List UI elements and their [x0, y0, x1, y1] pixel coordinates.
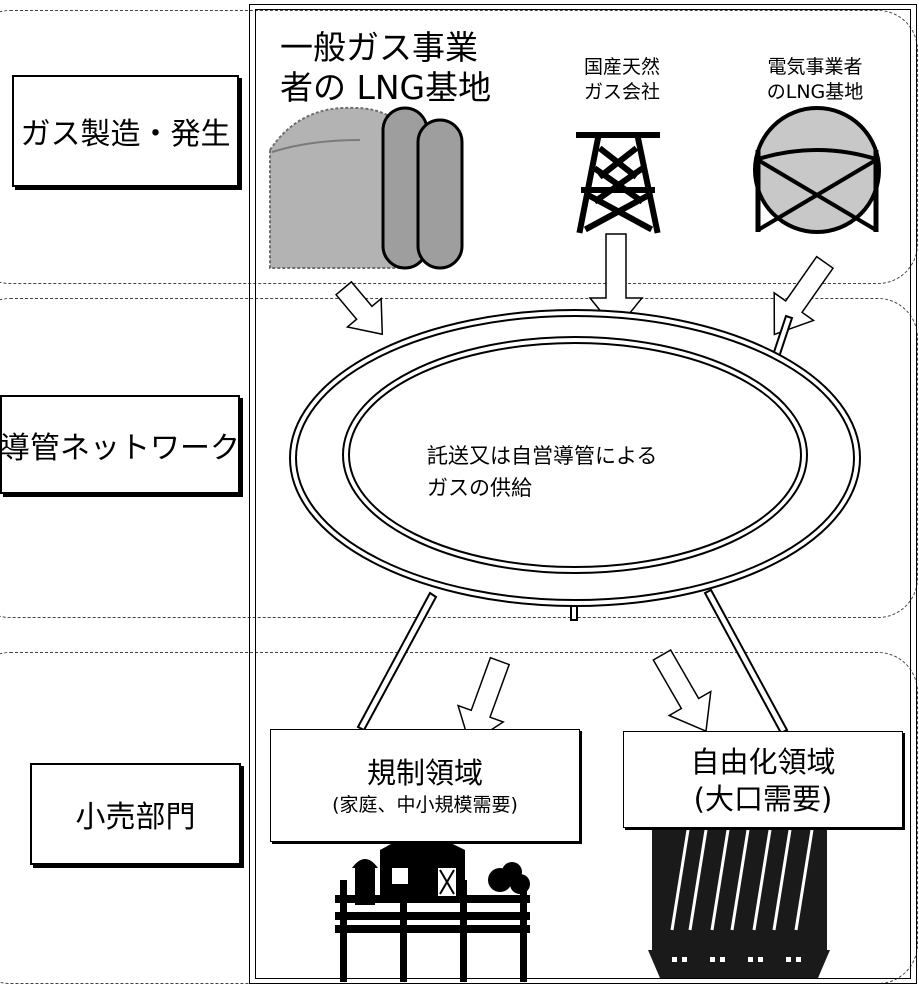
lng-tank-icon	[269, 106, 464, 270]
stage-label-retail: 小売部門	[30, 763, 241, 865]
arrow-utility-to-network	[335, 280, 384, 336]
arrow-network-to-liberalized	[652, 648, 712, 733]
inner-frame	[255, 9, 911, 979]
production-band	[0, 10, 918, 284]
stage-label-network: 導管ネットワーク	[0, 395, 240, 494]
network-description: 託送又は自営導管による ガスの供給	[427, 444, 658, 500]
stage-label-production: ガス製造・発生	[12, 75, 239, 187]
network-band	[0, 298, 918, 618]
segment-liberalized-sub: (大口需要)	[693, 781, 833, 816]
outer-frame	[249, 4, 917, 984]
source-title-electric-utility: 電気事業者 のLNG基地	[766, 56, 864, 103]
source-title-domestic-gas: 国産天然 ガス会社	[583, 56, 660, 103]
segment-liberalized-title: 自由化領域	[690, 744, 836, 779]
spherical-tank-icon	[753, 106, 881, 234]
source-title-gas-utility: 一般ガス事業 者の LNG基地	[280, 28, 492, 107]
segment-liberalized: 自由化領域 (大口需要)	[623, 731, 903, 828]
arrow-electric-to-network	[773, 255, 835, 336]
gas-tower-icon	[576, 132, 661, 234]
segment-regulated-sub: (家庭、中小規模需要)	[332, 793, 518, 816]
segment-regulated: 規制領域 (家庭、中小規模需要)	[270, 729, 580, 842]
factory-icon	[648, 781, 841, 978]
network-ring	[289, 309, 861, 607]
flow-arrows	[335, 233, 835, 746]
farm-house-icon	[335, 821, 530, 982]
segment-regulated-title: 規制領域	[366, 755, 483, 790]
